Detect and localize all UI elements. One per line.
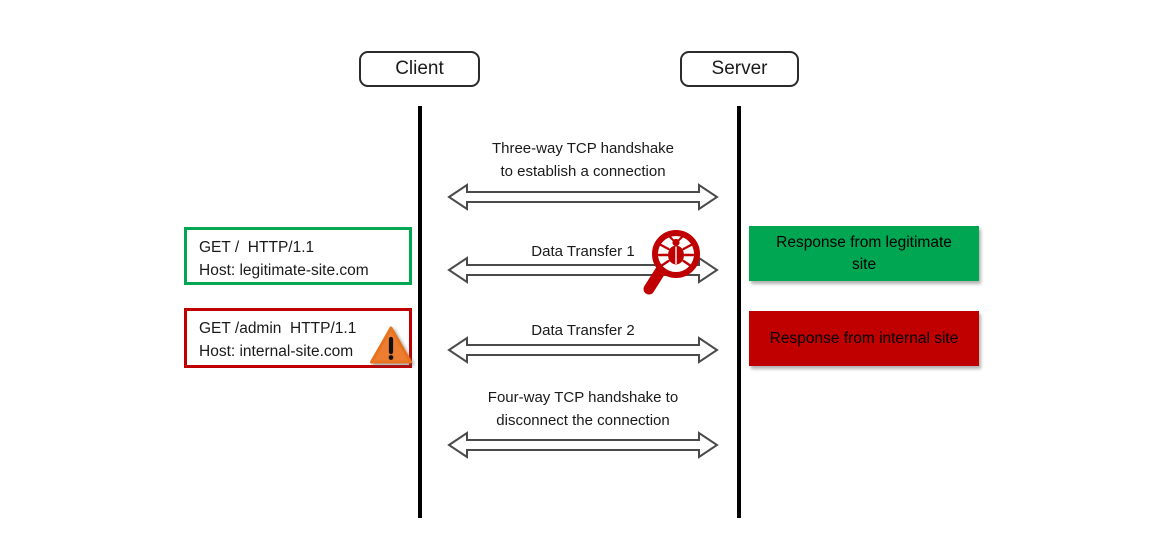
actor-server-label: Server	[711, 58, 768, 79]
request-line: GET /admin HTTP/1.1	[199, 320, 357, 337]
request-box-legitimate: GET / HTTP/1.1 Host: legitimate-site.com	[184, 227, 412, 285]
message-label-data-transfer-1: Data Transfer 1	[447, 240, 719, 263]
response-box-internal: Response from internal site	[749, 311, 979, 366]
request-line: Host: legitimate-site.com	[199, 262, 369, 279]
warning-triangle-icon	[370, 326, 412, 364]
message-label-line: Three-way TCP handshake	[491, 140, 675, 157]
double-arrow-data-transfer-1	[447, 256, 719, 284]
response-box-legitimate: Response from legitimate site	[749, 226, 979, 281]
response-text: Response from legitimate site	[776, 233, 952, 273]
double-arrow-handshake-disconnect	[447, 431, 719, 459]
client-lifeline	[418, 106, 422, 518]
message-label-line: disconnect the connection	[496, 412, 670, 429]
message-label-line: Data Transfer 2	[531, 322, 635, 339]
message-label-handshake-disconnect: Four-way TCP handshake to disconnect the…	[447, 386, 719, 432]
actor-box-client: Client	[359, 51, 480, 87]
message-label-line: to establish a connection	[500, 163, 666, 180]
message-label-data-transfer-2: Data Transfer 2	[447, 319, 719, 342]
double-arrow-handshake-connect	[447, 183, 719, 211]
request-line: Host: internal-site.com	[199, 343, 354, 360]
message-label-line: Four-way TCP handshake to	[487, 389, 679, 406]
message-label-line: Data Transfer 1	[531, 243, 635, 260]
request-line: GET / HTTP/1.1	[199, 239, 315, 256]
double-arrow-data-transfer-2	[447, 336, 719, 364]
server-lifeline	[737, 106, 741, 518]
bug-scanner-magnifier-icon	[643, 230, 700, 295]
actor-box-server: Server	[680, 51, 799, 87]
response-text: Response from internal site	[769, 329, 959, 347]
message-label-handshake-connect: Three-way TCP handshake to establish a c…	[447, 137, 719, 183]
actor-client-label: Client	[395, 58, 444, 79]
